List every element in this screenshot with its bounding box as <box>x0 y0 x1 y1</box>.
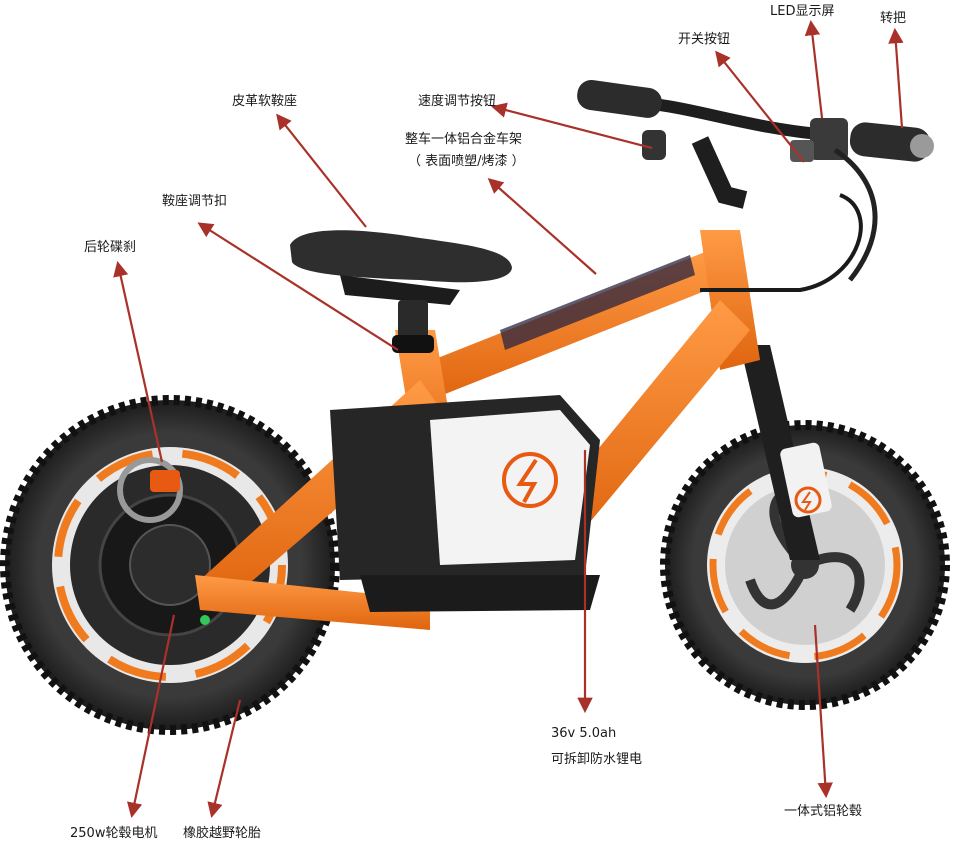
frame-decal <box>500 255 695 350</box>
battery-logo-circle <box>502 452 558 508</box>
rear-tire-tread <box>0 395 340 735</box>
arrow-frame <box>487 177 597 275</box>
label-speed-button: 速度调节按钮 <box>418 94 497 109</box>
battery-cover <box>430 410 590 565</box>
seat-rail <box>340 275 460 305</box>
seat-clamp <box>392 335 434 353</box>
brake-cable <box>700 193 863 292</box>
callout-arrows <box>113 19 904 819</box>
arrow-speed-button <box>491 102 653 150</box>
motor-indicator <box>200 615 210 625</box>
handlebar <box>659 99 831 141</box>
throttle-grip <box>849 122 931 162</box>
arrow-hub-motor <box>126 614 176 819</box>
label-frame-line1: 整车一体铝合金车架 <box>405 132 523 147</box>
label-frame-line2: （ 表面喷塑/烤漆 ） <box>408 154 525 169</box>
lightning-bolt-icon <box>801 491 812 511</box>
label-switch-button: 开关按钮 <box>678 32 731 47</box>
arrow-tire <box>207 699 242 818</box>
label-led-display: LED显示屏 <box>770 4 835 19</box>
power-switch <box>790 140 814 162</box>
handlebar-assembly <box>577 79 934 292</box>
label-hub-motor: 250w轮毂电机 <box>70 826 158 841</box>
label-battery-line2: 可拆卸防水锂电 <box>551 752 643 767</box>
rear-rim-stripe <box>54 449 286 681</box>
label-rear-disc-brake: 后轮碟刹 <box>84 240 137 255</box>
label-seat: 皮革软鞍座 <box>232 94 298 109</box>
label-throttle: 转把 <box>880 11 907 26</box>
front-fork <box>740 345 832 560</box>
arrow-wheel-hub <box>813 624 833 799</box>
stem <box>691 136 748 209</box>
label-battery-line1: 36v 5.0ah <box>551 726 617 741</box>
speed-button-unit <box>642 130 666 160</box>
hub-motor-core <box>129 524 211 606</box>
chain-stay <box>195 575 430 630</box>
seat <box>290 230 512 283</box>
arrow-seat-clamp <box>197 222 399 351</box>
rear-wheel <box>0 395 340 735</box>
throttle-cable <box>833 147 878 282</box>
left-grip <box>577 79 662 118</box>
arrow-rear-disc-brake <box>113 260 164 463</box>
footboard <box>360 575 600 612</box>
rear-brake-disc <box>117 457 183 523</box>
label-tire: 橡胶越野轮胎 <box>183 826 262 841</box>
label-seat-clamp: 鞍座调节扣 <box>162 194 228 209</box>
throttle-end <box>910 134 934 158</box>
battery-box <box>330 395 600 612</box>
arrow-switch <box>715 50 805 163</box>
rear-brake-caliper <box>150 470 180 492</box>
label-wheel-hub: 一体式铝轮毂 <box>784 804 863 819</box>
arrow-throttle <box>888 27 904 129</box>
arrow-seat <box>276 113 367 228</box>
front-tire-tread <box>660 420 950 710</box>
lightning-bolt-icon <box>516 458 538 503</box>
front-logo-circle <box>794 486 822 514</box>
seat-post <box>398 300 428 340</box>
front-wheel <box>660 420 950 710</box>
arrow-led-display <box>804 19 824 119</box>
seat-assembly <box>290 230 512 353</box>
